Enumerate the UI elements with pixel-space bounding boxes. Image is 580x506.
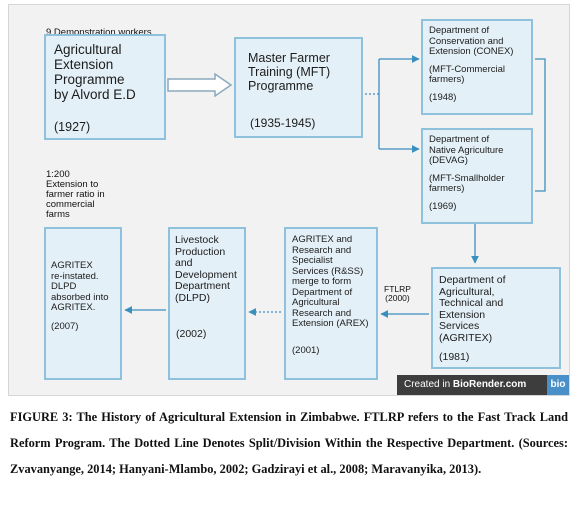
devag-sub: (MFT-Smallholder farmers)	[429, 172, 505, 194]
arex-title: AGRITEX and Research and Specialist Serv…	[292, 234, 369, 329]
connectors	[124, 55, 546, 318]
alvord-year: (1927)	[54, 120, 91, 134]
box-devag: Department of Native Agriculture (DEVAG)…	[421, 128, 533, 224]
devag-year: (1969)	[429, 200, 457, 212]
mft-title: Master Farmer Training (MFT) Programme	[248, 51, 331, 93]
history-diagram: 9 Demonstration workers Agricultural Ext…	[8, 4, 570, 396]
conex-year: (1948)	[429, 91, 457, 103]
conex-title: Department of Conservation and Extension…	[429, 25, 514, 57]
biorender-logo-icon: bio	[547, 375, 569, 395]
dlpd-title: Livestock Production and Development Dep…	[175, 234, 237, 304]
arrow-alvord-to-mft	[167, 72, 233, 98]
conex-sub: (MFT-Commercial farmers)	[429, 63, 505, 85]
agritex07-year: (2007)	[51, 320, 79, 332]
dlpd-year: (2002)	[176, 327, 207, 340]
badge-prefix: Created in	[404, 379, 453, 390]
box-alvord-programme: Agricultural Extension Programme by Alvo…	[44, 34, 166, 140]
note-extension-ratio: 1:200 Extension to farmer ratio in comme…	[46, 169, 105, 220]
badge-text: Created in BioRender.com	[404, 379, 526, 390]
agritex07-title: AGRITEX re-instated. DLPD absorbed into …	[51, 260, 109, 313]
arex-year: (2001)	[292, 344, 320, 356]
agritex81-title: Department of Agricultural, Technical an…	[439, 274, 506, 344]
biorender-badge[interactable]: Created in BioRender.com bio	[397, 375, 569, 395]
merge-conex-to-agritex	[535, 58, 546, 192]
mft-year: (1935-1945)	[250, 116, 316, 130]
note-ftlrp: FTLRP (2000)	[384, 284, 411, 303]
devag-title: Department of Native Agriculture (DEVAG)	[429, 134, 504, 166]
figure-caption: FIGURE 3: The History of Agricultural Ex…	[10, 410, 568, 476]
agritex81-year: (1981)	[439, 350, 470, 363]
box-arex: AGRITEX and Research and Specialist Serv…	[284, 227, 378, 380]
box-agritex-1981: Department of Agricultural, Technical an…	[431, 267, 561, 369]
badge-brand: BioRender.com	[452, 379, 527, 390]
box-agritex-2007: AGRITEX re-instated. DLPD absorbed into …	[44, 227, 122, 380]
note-demonstration-workers: 9 Demonstration workers	[46, 27, 152, 38]
alvord-title: Agricultural Extension Programme by Alvo…	[54, 42, 136, 102]
box-dlpd: Livestock Production and Development Dep…	[168, 227, 246, 380]
box-conex: Department of Conservation and Extension…	[421, 19, 533, 115]
box-mft-programme: Master Farmer Training (MFT) Programme (…	[234, 37, 363, 138]
